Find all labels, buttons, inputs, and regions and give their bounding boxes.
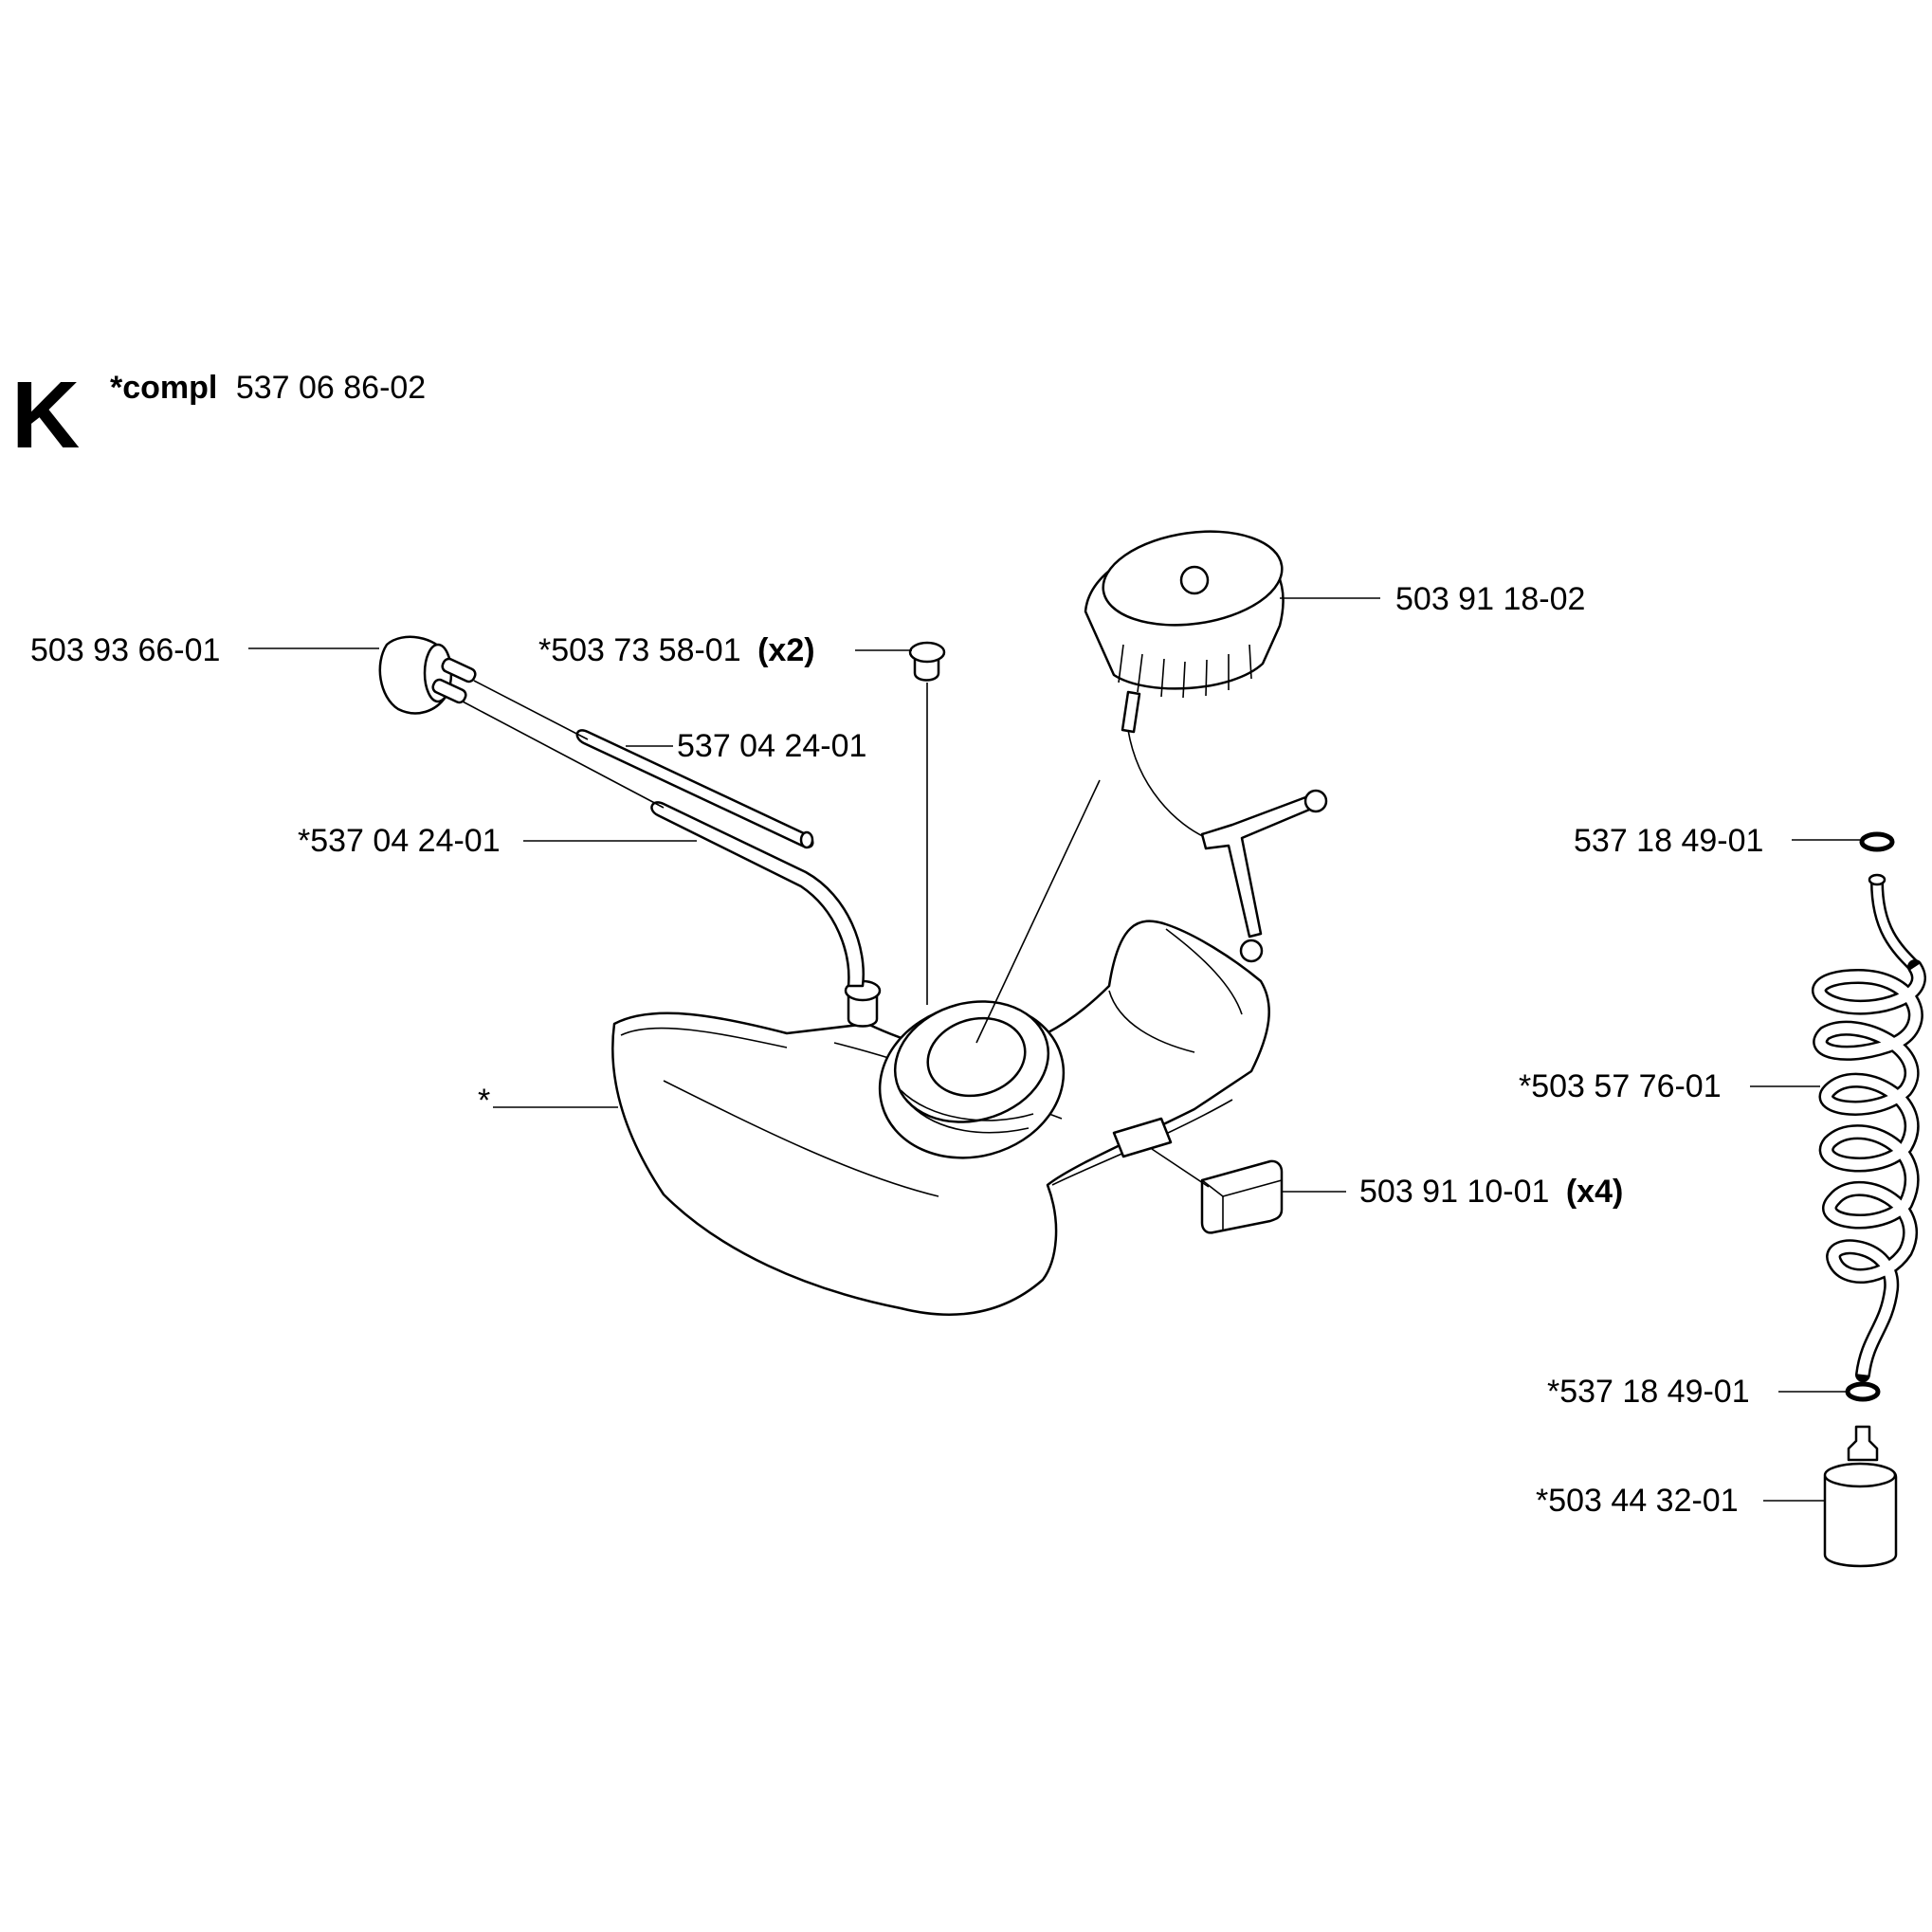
label-grommet-qty: (x2) <box>757 632 814 668</box>
label-rubber-mount: 503 91 10-01 (x4) <box>1359 1174 1623 1210</box>
label-fuel-hose: 537 04 24-01 <box>677 728 866 764</box>
hose-guide-line-2 <box>462 701 665 809</box>
grommet-loose <box>908 641 946 682</box>
label-grommet: *503 73 58-01 (x2) <box>538 632 815 668</box>
section-letter: K <box>11 362 80 468</box>
fuel-hose <box>575 729 814 849</box>
compl-prefix: *compl <box>110 370 217 406</box>
label-coil-hose: *503 57 76-01 <box>1519 1068 1722 1104</box>
oring-bottom <box>1845 1381 1881 1402</box>
rubber-mount-on-tank <box>1112 1117 1173 1158</box>
label-oring-top: 537 18 49-01 <box>1574 823 1763 859</box>
label-fuel-filter: *503 44 32-01 <box>1536 1483 1739 1519</box>
label-fuel-hose-kit: *537 04 24-01 <box>298 823 501 859</box>
label-fuel-tank: * <box>478 1083 490 1119</box>
grommet-tank <box>844 979 882 1028</box>
label-primer-bulb: 503 93 66-01 <box>30 632 220 668</box>
label-rubber-mount-qty: (x4) <box>1566 1174 1623 1210</box>
primer-bulb <box>378 635 477 715</box>
label-oring-bottom: *537 18 49-01 <box>1547 1374 1750 1410</box>
fuel-cap <box>1084 530 1328 963</box>
coil-hose <box>1812 873 1926 1382</box>
rubber-mount <box>1200 1159 1284 1234</box>
tank-filler-neck <box>878 1000 1066 1159</box>
hose-guide-line-1 <box>473 680 589 740</box>
fuel-hose-kit <box>650 801 865 988</box>
cap-guide-line <box>975 779 1101 1044</box>
compl-number: 537 06 86-02 <box>236 370 426 406</box>
label-fuel-cap: 503 91 18-02 <box>1395 581 1585 617</box>
fuel-filter <box>1823 1425 1898 1568</box>
oring-top <box>1859 831 1895 852</box>
mount-guide-line <box>1151 1148 1210 1188</box>
compl-label: *compl 537 06 86-02 <box>110 370 426 406</box>
